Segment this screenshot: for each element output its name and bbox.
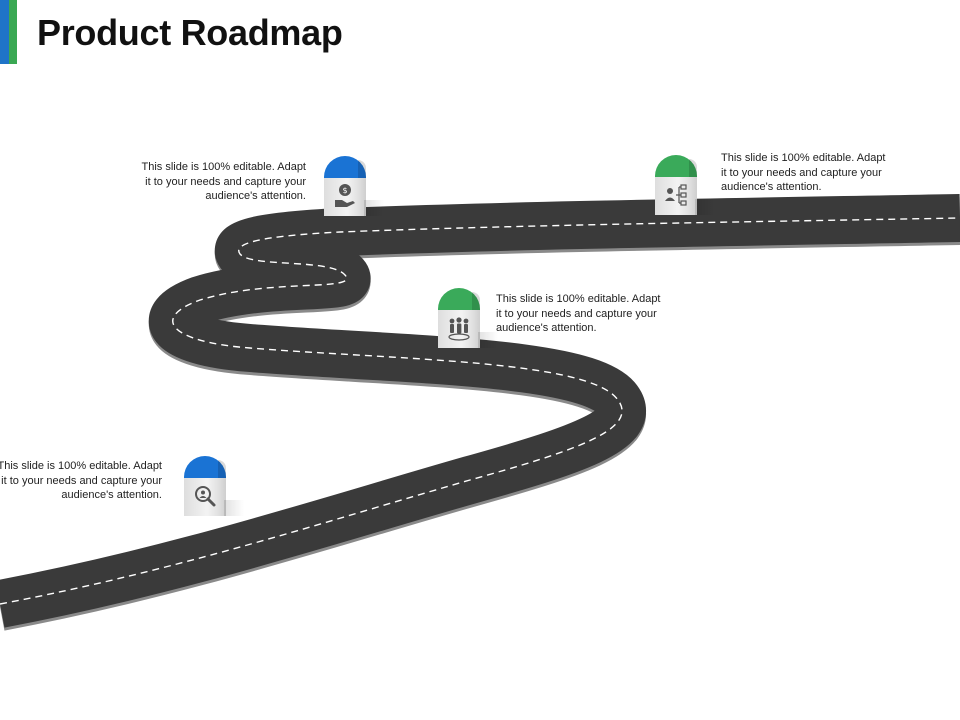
accent-bar-blue <box>0 0 9 64</box>
milestone-4-marker <box>184 456 244 518</box>
milestone-1-text: This slide is 100% editable. Adapt it to… <box>141 161 307 202</box>
money-hand-icon: $ <box>335 184 355 207</box>
milestone-4-cap <box>184 456 226 480</box>
milestone-3-text: This slide is 100% editable. Adapt it to… <box>496 293 661 334</box>
milestone-2-marker <box>655 155 715 217</box>
accent-bar-green <box>9 0 17 64</box>
milestone-2-post <box>655 177 697 215</box>
svg-text:$: $ <box>342 186 347 195</box>
page-title: Product Roadmap <box>37 12 343 53</box>
milestone-3-marker <box>438 288 498 350</box>
milestone-1-marker: $ <box>324 156 384 218</box>
title-accent-bar <box>0 0 17 64</box>
milestone-2-text: This slide is 100% editable. Adapt it to… <box>721 152 886 193</box>
milestone-2-cap <box>655 155 697 179</box>
milestone-3-cap <box>438 288 480 312</box>
road-lane-markings <box>0 217 960 605</box>
road-surface <box>0 194 960 628</box>
search-person-icon <box>195 486 216 507</box>
group-people-icon <box>448 317 470 341</box>
team-org-icon <box>665 184 687 206</box>
milestone-1-cap <box>324 156 366 180</box>
milestone-4-text: This slide is 100% editable. Adapt it to… <box>0 460 162 501</box>
